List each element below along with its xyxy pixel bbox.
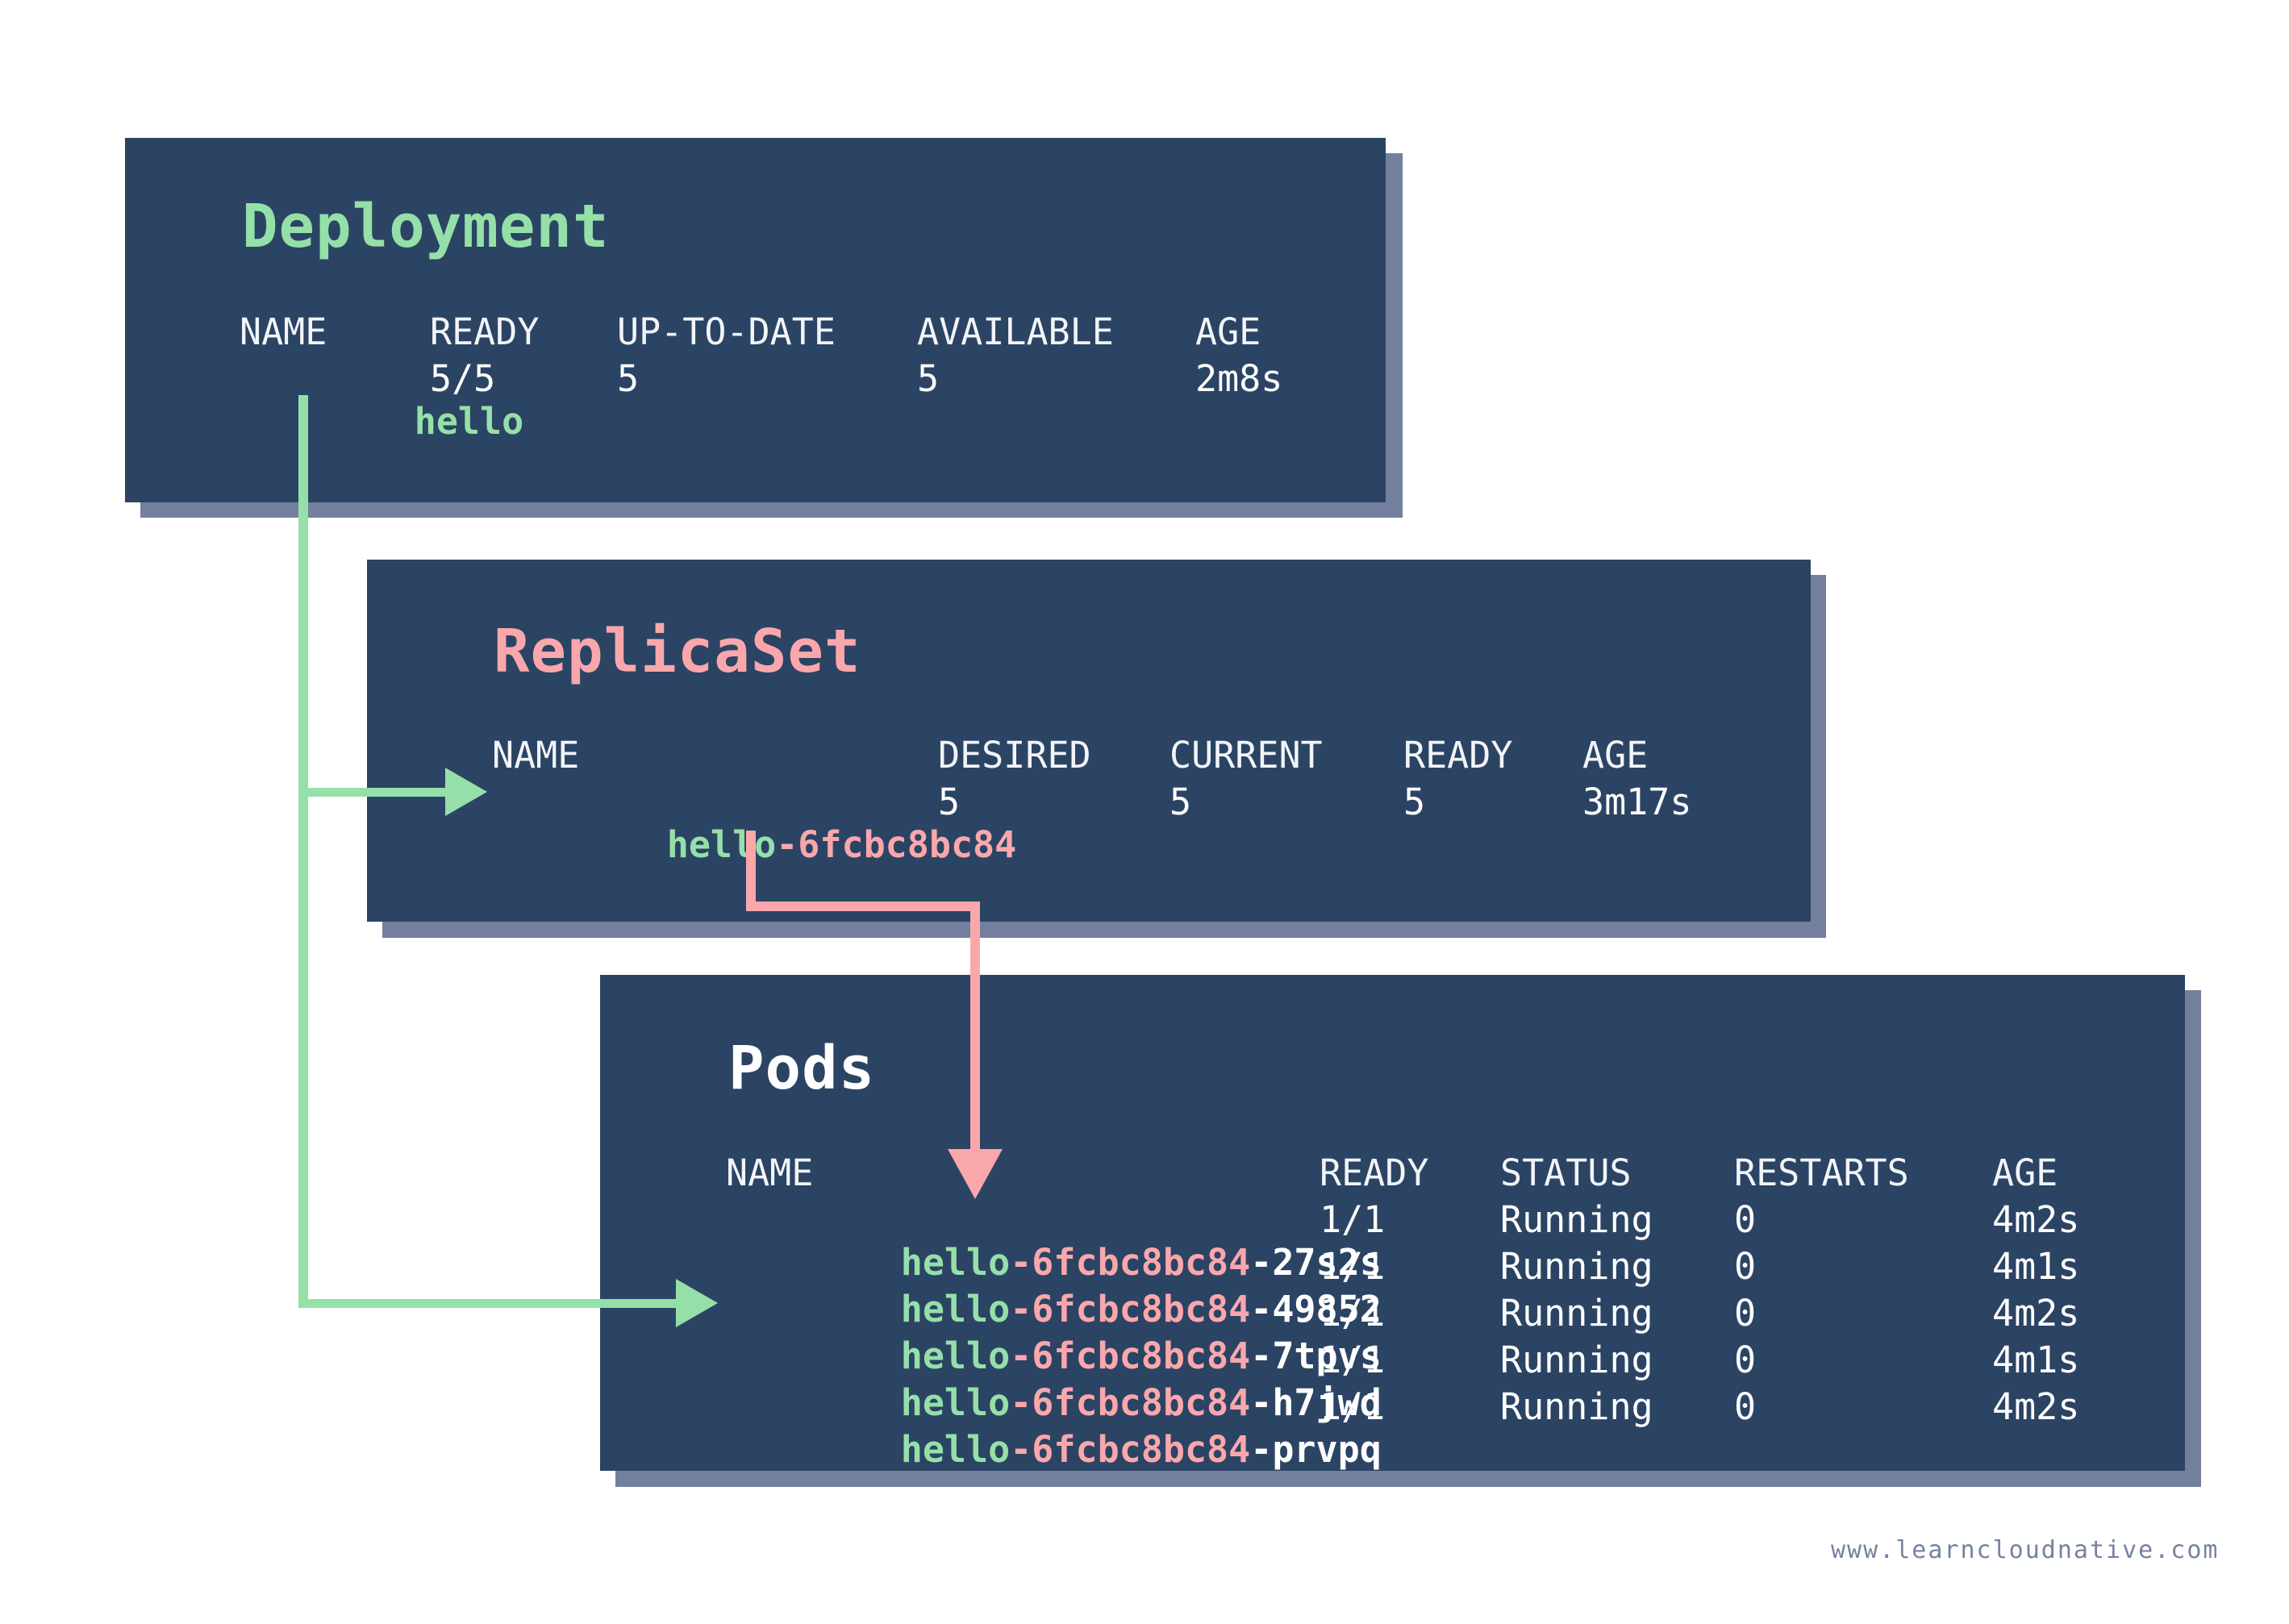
column-header-status: STATUS: [1500, 1151, 1632, 1194]
connector-replicaset-to-pods-arrowhead: [948, 1149, 1003, 1199]
name-segment-workload: hello: [414, 400, 524, 443]
column-header-ready: READY: [1320, 1151, 1429, 1194]
cell-age: 4m2s: [1992, 1292, 2080, 1335]
name-segment-replicaset-hash: -6fcbc8bc84: [776, 823, 1017, 866]
replicaset-title: ReplicaSet: [494, 617, 861, 686]
cell-name: hello: [240, 357, 523, 485]
column-header-ready: READY: [430, 310, 540, 353]
deployment-title: Deployment: [242, 192, 610, 261]
cell-restarts: 0: [1734, 1198, 1757, 1241]
name-segment-replicaset-hash: -6fcbc8bc84: [1010, 1241, 1251, 1284]
name-segment-replicaset-hash: -6fcbc8bc84: [1010, 1288, 1251, 1330]
cell-desired: 5: [938, 781, 961, 823]
cell-age: 3m17s: [1582, 781, 1692, 823]
pods-title: Pods: [728, 1034, 876, 1103]
cell-status: Running: [1500, 1245, 1653, 1288]
column-header-name: NAME: [240, 310, 327, 353]
site-watermark: www.learncloudnative.com: [1831, 1536, 2220, 1564]
cell-age: 4m2s: [1992, 1385, 2080, 1428]
name-segment-replicaset-hash: -6fcbc8bc84: [1010, 1428, 1251, 1471]
column-header-restarts: RESTARTS: [1734, 1151, 1909, 1194]
cell-age: 4m1s: [1992, 1245, 2080, 1288]
column-header-up-to-date: UP-TO-DATE: [617, 310, 836, 353]
deployment-panel: [125, 138, 1386, 502]
name-segment-pod-suffix: -27s2s: [1250, 1241, 1382, 1284]
connector-replicaset-stub-vertical: [746, 831, 756, 910]
cell-name: hello-6fcbc8bc84-27s2s: [726, 1198, 1382, 1326]
column-header-available: AVAILABLE: [917, 310, 1114, 353]
name-segment-pod-suffix: -7tpvs: [1250, 1335, 1382, 1377]
cell-ready: 1/1: [1320, 1292, 1386, 1335]
cell-status: Running: [1500, 1292, 1653, 1335]
name-segment-pod-suffix: -h7jwd: [1250, 1381, 1382, 1424]
cell-name: hello-6fcbc8bc84-49852: [726, 1245, 1382, 1373]
cell-status: Running: [1500, 1198, 1653, 1241]
cell-ready: 5/5: [430, 357, 496, 400]
cell-restarts: 0: [1734, 1245, 1757, 1288]
cell-name: hello-6fcbc8bc84-7tpvs: [726, 1292, 1382, 1420]
cell-name: hello-6fcbc8bc84-prvpq: [726, 1385, 1382, 1514]
column-header-age: AGE: [1582, 734, 1649, 777]
name-segment-workload: hello: [900, 1288, 1011, 1330]
cell-restarts: 0: [1734, 1339, 1757, 1381]
cell-age: 4m2s: [1992, 1198, 2080, 1241]
column-header-age: AGE: [1992, 1151, 2058, 1194]
cell-status: Running: [1500, 1385, 1653, 1428]
name-segment-replicaset-hash: -6fcbc8bc84: [1010, 1335, 1251, 1377]
connector-deployment-to-pods-arrowhead: [676, 1279, 718, 1327]
cell-ready: 1/1: [1320, 1339, 1386, 1381]
name-segment-replicaset-hash: -6fcbc8bc84: [1010, 1381, 1251, 1424]
cell-age: 2m8s: [1195, 357, 1283, 400]
cell-current: 5: [1170, 781, 1192, 823]
cell-ready: 5: [1403, 781, 1426, 823]
name-segment-workload: hello: [900, 1381, 1011, 1424]
column-header-desired: DESIRED: [938, 734, 1091, 777]
name-segment-workload: hello: [900, 1428, 1011, 1471]
connector-deployment-trunk: [298, 395, 308, 1308]
cell-status: Running: [1500, 1339, 1653, 1381]
column-header-ready: READY: [1403, 734, 1513, 777]
column-header-name: NAME: [726, 1151, 814, 1194]
column-header-current: CURRENT: [1170, 734, 1323, 777]
name-segment-workload: hello: [900, 1335, 1011, 1377]
name-segment-workload: hello: [900, 1241, 1011, 1284]
column-header-age: AGE: [1195, 310, 1261, 353]
cell-ready: 1/1: [1320, 1245, 1386, 1288]
column-header-name: NAME: [492, 734, 580, 777]
connector-deployment-to-replicaset-line: [298, 788, 448, 797]
cell-ready: 1/1: [1320, 1198, 1386, 1241]
cell-available: 5: [917, 357, 940, 400]
pods-panel: [600, 975, 2185, 1471]
connector-deployment-to-replicaset-arrowhead: [445, 768, 487, 816]
cell-age: 4m1s: [1992, 1339, 2080, 1381]
cell-restarts: 0: [1734, 1385, 1757, 1428]
cell-up-to-date: 5: [617, 357, 640, 400]
cell-name: hello-6fcbc8bc84-h7jwd: [726, 1339, 1382, 1467]
name-segment-workload: hello: [666, 823, 777, 866]
name-segment-pod-suffix: -prvpq: [1250, 1428, 1382, 1471]
replicaset-panel: [367, 560, 1811, 922]
cell-ready: 1/1: [1320, 1385, 1386, 1428]
cell-restarts: 0: [1734, 1292, 1757, 1335]
connector-replicaset-to-pods-vertical: [970, 902, 980, 1151]
cell-name: hello-6fcbc8bc84: [492, 781, 1016, 909]
name-segment-pod-suffix: -49852: [1250, 1288, 1382, 1330]
connector-replicaset-horizontal: [746, 902, 980, 911]
connector-deployment-to-pods-line: [298, 1299, 678, 1308]
